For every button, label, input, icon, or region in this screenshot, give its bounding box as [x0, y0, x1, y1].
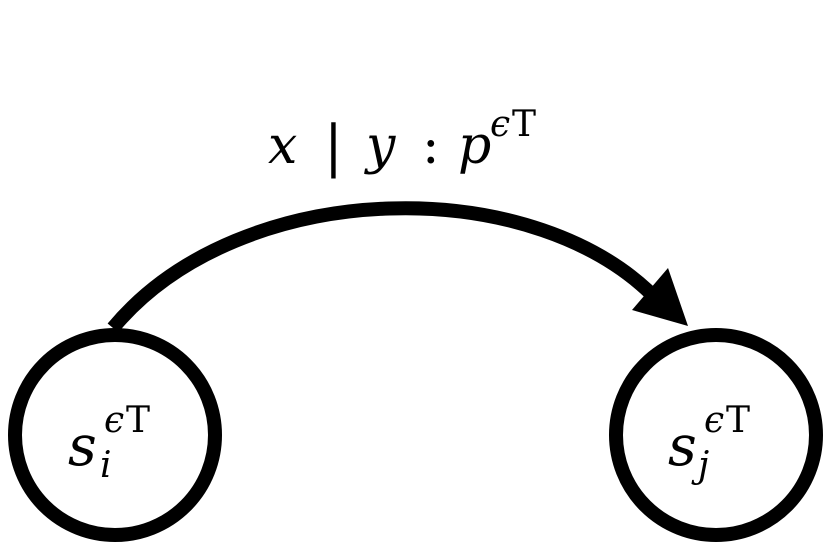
state-j-sup-T: T: [726, 400, 750, 441]
edge-label-p: p: [458, 116, 491, 176]
state-i-base: s: [68, 414, 97, 479]
state-i-sup-T: T: [126, 400, 150, 441]
state-circle-j: [609, 328, 823, 542]
edge-label-sup-eps: ϵ: [490, 104, 510, 145]
edge-label: x | y : p ϵ T: [268, 104, 536, 179]
state-j-base: s: [668, 414, 697, 479]
state-j-sup-eps: ϵ: [704, 400, 724, 441]
edge-label-colon: :: [422, 116, 440, 176]
state-node-j: s j ϵ T: [609, 328, 823, 542]
arrowhead-icon: [632, 268, 688, 326]
state-circle-i: [8, 328, 222, 542]
state-i-sub: i: [100, 445, 112, 486]
state-i-sup-eps: ϵ: [104, 400, 124, 441]
edge-label-y: y: [364, 116, 396, 176]
edge-label-bar: |: [324, 114, 343, 179]
state-node-i: s i ϵ T: [8, 328, 222, 542]
transition-edge: [107, 201, 668, 333]
edge-label-sup-T: T: [512, 104, 536, 145]
edge-label-x: x: [268, 116, 297, 176]
